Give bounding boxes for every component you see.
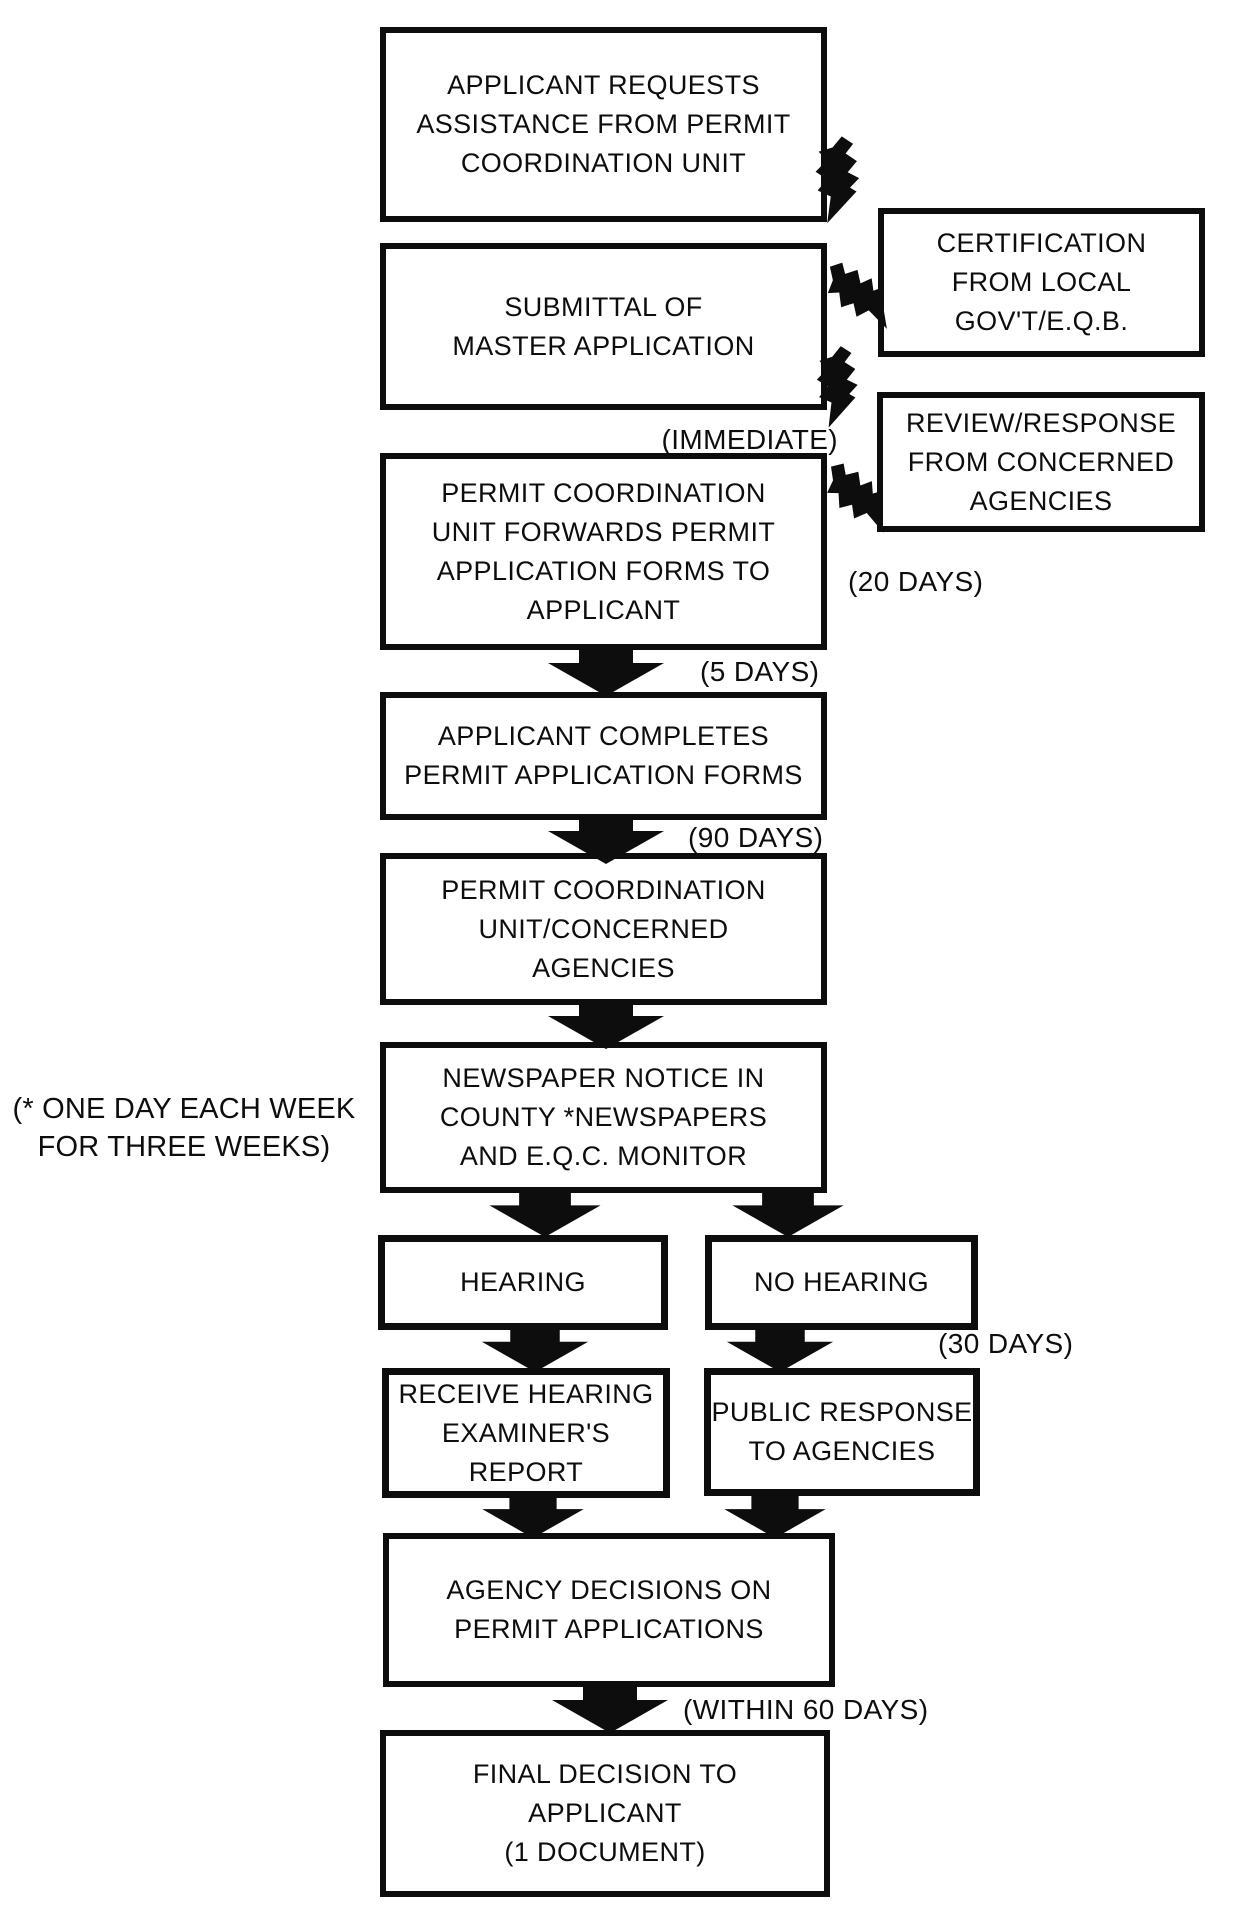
note-one-day-each-week: (* ONE DAY EACH WEEK FOR THREE WEEKS) bbox=[8, 1090, 360, 1166]
node-review-response-agencies: REVIEW/RESPONSE FROM CONCERNED AGENCIES bbox=[877, 392, 1205, 532]
node-text: FROM LOCAL bbox=[951, 267, 1132, 297]
jagged-arrow-down-right-icon bbox=[810, 247, 910, 345]
node-text: PERMIT COORDINATION bbox=[441, 874, 766, 905]
arrow-down-icon bbox=[712, 1496, 838, 1538]
node-text: RECEIVE HEARING bbox=[398, 1378, 654, 1409]
node-text: UNIT/CONCERNED bbox=[478, 913, 729, 944]
node-text: TO AGENCIES bbox=[748, 1436, 936, 1466]
arrow-down-icon bbox=[482, 1191, 608, 1237]
note-text: (* ONE DAY EACH WEEK bbox=[12, 1093, 356, 1125]
label-immediate: (IMMEDIATE) bbox=[661, 424, 838, 455]
arrow-down-icon bbox=[541, 648, 671, 696]
node-text: AGENCIES bbox=[532, 952, 675, 983]
node-text: CERTIFICATION bbox=[936, 228, 1147, 258]
label-within-60-days: (WITHIN 60 DAYS) bbox=[683, 1694, 929, 1725]
node-text: REVIEW/RESPONSE bbox=[905, 407, 1177, 438]
node-public-response-to-agencies: PUBLIC RESPONSE TO AGENCIES bbox=[704, 1368, 980, 1496]
note-text: FOR THREE WEEKS) bbox=[37, 1131, 331, 1163]
node-text: EXAMINER'S bbox=[441, 1417, 611, 1448]
node-certification-local-govt: CERTIFICATION FROM LOCAL GOV'T/E.Q.B. bbox=[878, 208, 1205, 357]
node-text: UNIT FORWARDS PERMIT bbox=[431, 516, 776, 547]
node-text: APPLICANT bbox=[528, 1798, 682, 1828]
node-pcu-forwards-forms: PERMIT COORDINATION UNIT FORWARDS PERMIT… bbox=[380, 453, 827, 650]
arrow-down-icon bbox=[541, 816, 671, 864]
node-final-decision: FINAL DECISION TO APPLICANT (1 DOCUMENT) bbox=[380, 1730, 830, 1897]
node-submittal-master-application: SUBMITTAL OF MASTER APPLICATION bbox=[380, 243, 827, 410]
node-text: PUBLIC RESPONSE bbox=[711, 1397, 973, 1427]
node-newspaper-notice: NEWSPAPER NOTICE IN COUNTY *NEWSPAPERS A… bbox=[380, 1042, 827, 1193]
node-pcu-concerned-agencies: PERMIT COORDINATION UNIT/CONCERNED AGENC… bbox=[380, 853, 827, 1005]
node-receive-hearing-examiners-report: RECEIVE HEARING EXAMINER'S REPORT bbox=[382, 1368, 670, 1498]
node-text: AGENCY DECISIONS ON bbox=[446, 1575, 772, 1605]
node-no-hearing: NO HEARING bbox=[705, 1235, 978, 1330]
node-text: FINAL DECISION TO bbox=[472, 1759, 738, 1789]
label-30-days: (30 DAYS) bbox=[938, 1328, 1074, 1359]
arrow-down-icon bbox=[472, 1328, 598, 1372]
node-text: PERMIT APPLICATION FORMS bbox=[404, 760, 803, 790]
node-text: AND E.Q.C. MONITOR bbox=[459, 1141, 748, 1171]
node-hearing: HEARING bbox=[378, 1235, 668, 1330]
node-text: NO HEARING bbox=[753, 1267, 930, 1297]
node-agency-decisions: AGENCY DECISIONS ON PERMIT APPLICATIONS bbox=[383, 1533, 835, 1687]
node-text: SUBMITTAL OF bbox=[504, 291, 703, 322]
node-text: MASTER APPLICATION bbox=[452, 330, 755, 361]
node-text: AGENCIES bbox=[969, 485, 1113, 516]
node-text: NEWSPAPER NOTICE IN bbox=[442, 1063, 765, 1093]
node-text: PERMIT APPLICATIONS bbox=[454, 1614, 764, 1644]
arrow-down-icon bbox=[545, 1685, 675, 1733]
arrow-down-icon bbox=[725, 1191, 851, 1237]
arrow-down-icon bbox=[541, 1001, 671, 1049]
node-applicant-completes-forms: APPLICANT COMPLETES PERMIT APPLICATION F… bbox=[380, 692, 827, 820]
node-text: GOV'T/E.Q.B. bbox=[954, 306, 1129, 336]
label-5-days: (5 DAYS) bbox=[700, 656, 820, 687]
arrow-down-icon bbox=[470, 1496, 596, 1538]
node-text: APPLICANT bbox=[526, 594, 681, 625]
node-text: APPLICANT REQUESTS bbox=[447, 70, 760, 100]
jagged-arrow-down-right-icon bbox=[809, 448, 909, 549]
node-text: APPLICATION FORMS TO bbox=[436, 555, 771, 586]
jagged-arrow-down-icon bbox=[808, 345, 866, 430]
label-20-days: (20 DAYS) bbox=[848, 566, 984, 597]
node-text: PERMIT COORDINATION bbox=[441, 477, 766, 508]
node-text: (1 DOCUMENT) bbox=[504, 1837, 706, 1867]
node-text: FROM CONCERNED bbox=[907, 446, 1175, 477]
arrow-down-icon bbox=[717, 1328, 843, 1372]
node-applicant-requests: APPLICANT REQUESTS ASSISTANCE FROM PERMI… bbox=[380, 27, 827, 222]
node-text: COORDINATION UNIT bbox=[460, 148, 747, 178]
node-text: REPORT bbox=[468, 1456, 584, 1487]
jagged-arrow-down-icon bbox=[807, 134, 867, 226]
node-text: COUNTY *NEWSPAPERS bbox=[439, 1102, 768, 1132]
label-90-days: (90 DAYS) bbox=[688, 822, 824, 853]
node-text: ASSISTANCE FROM PERMIT bbox=[416, 109, 791, 139]
node-text: HEARING bbox=[460, 1267, 586, 1297]
node-text: APPLICANT COMPLETES bbox=[437, 721, 770, 751]
